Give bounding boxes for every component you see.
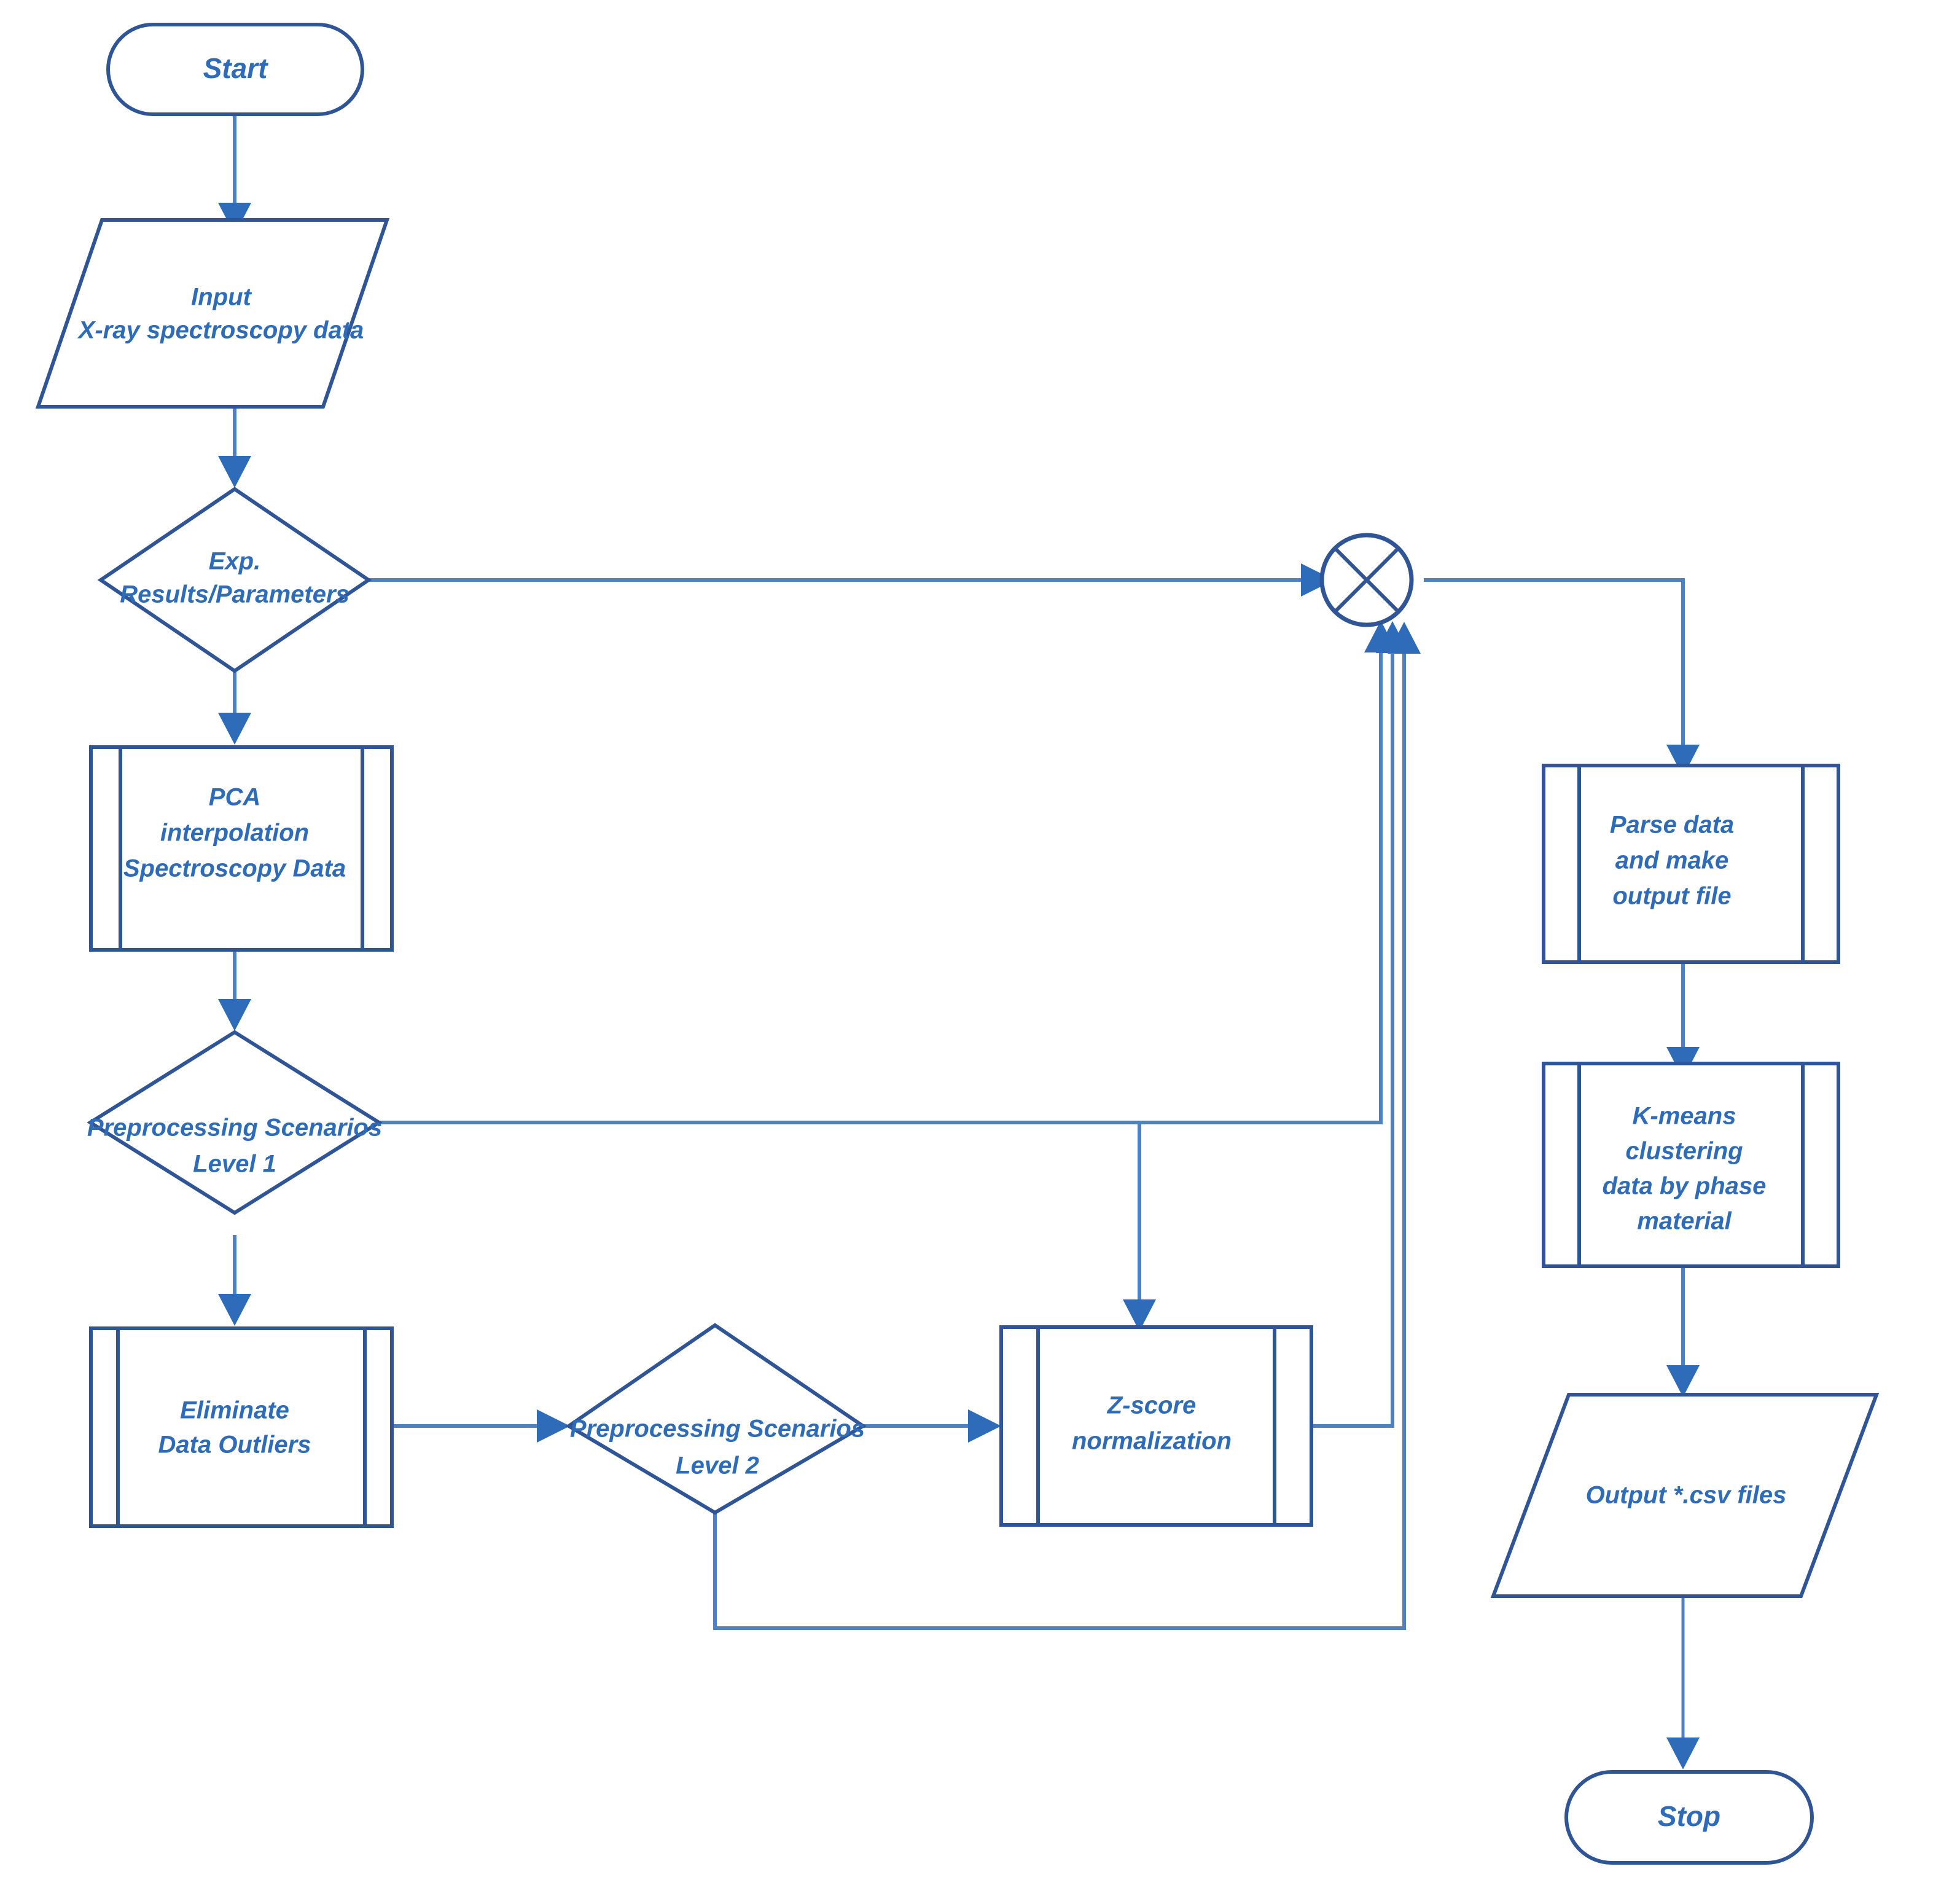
edge-exp-results-to-pca [218,672,251,745]
preproc-level1-line-1: Preprocessing Scenarios [87,1115,382,1142]
kmeans-line-2: clustering [1625,1138,1743,1165]
node-zscore[interactable]: Z-score normalization [999,1325,1313,1527]
node-preproc-level1[interactable]: Preprocessing Scenarios Level 1 [87,1030,383,1215]
edge-parse-data-to-kmeans [1666,962,1700,1079]
node-pca[interactable]: PCA interpolation Spectroscopy Data [89,745,394,952]
kmeans-line-4: material [1637,1208,1732,1235]
input-data-line-2: X-ray spectroscopy data [77,317,364,344]
pca-shape [89,745,394,952]
node-stop[interactable]: Stop [1564,1770,1814,1865]
edge-preproc-level1-to-junction [379,621,1397,1124]
edge-eliminate-to-preproc-level2 [391,1409,570,1443]
edge-output-csv-to-stop [1666,1597,1700,1769]
node-junction[interactable] [1319,533,1414,627]
input-data-shape [35,218,390,409]
node-kmeans[interactable]: K-means clustering data by phase materia… [1542,1062,1840,1268]
exp-results-line-2: Results/Parameters [120,581,350,608]
edge-preproc-level1-to-zscore [1123,1122,1156,1331]
zscore-line-1: Z-score [1107,1392,1197,1419]
exp-results-shape [97,487,372,673]
pca-line-2: interpolation [160,820,309,847]
node-eliminate-outliers[interactable]: Eliminate Data Outliers [89,1326,394,1528]
stop-label: Stop [1658,1800,1720,1832]
pca-line-3: Spectroscopy Data [123,855,346,882]
eliminate-outliers-shape [89,1326,394,1528]
eliminate-outliers-line-1: Eliminate [180,1397,289,1424]
node-start[interactable]: Start [106,23,364,116]
node-exp-results[interactable]: Exp. Results/Parameters [97,487,372,673]
preproc-level2-line-1: Preprocessing Scenarios [570,1416,865,1443]
output-csv-label: Output *.csv files [1586,1482,1787,1509]
edge-preproc-level2-to-zscore [863,1409,1001,1443]
junction-cross-icon-stroke-2 [1334,547,1400,613]
kmeans-line-3: data by phase [1603,1173,1767,1200]
edge-start-to-input [218,114,251,235]
preproc-level1-line-2: Level 1 [193,1151,276,1178]
edge-preproc-level1-to-eliminate [218,1235,251,1326]
edge-zscore-to-junction [1311,621,1409,1428]
preproc-level2-shape [565,1323,867,1515]
connector-layer [218,114,1700,1769]
input-data-line-1: Input [191,284,252,311]
kmeans-line-1: K-means [1633,1103,1736,1130]
parse-data-shape [1542,764,1840,964]
zscore-line-2: normalization [1072,1428,1232,1455]
parse-data-line-1: Parse data [1610,812,1734,839]
parse-data-line-3: output file [1612,883,1731,910]
preproc-level1-shape [87,1030,383,1215]
pca-line-1: PCA [209,784,260,811]
node-output-csv[interactable]: Output *.csv files [1490,1393,1880,1598]
start-shape [106,23,364,116]
eliminate-outliers-line-2: Data Outliers [158,1432,311,1459]
edge-input-to-exp-results [218,405,251,488]
parse-data-line-2: and make [1615,847,1729,874]
edge-exp-results-to-junction [369,563,1334,597]
start-label: Start [203,52,268,84]
stop-shape [1564,1770,1814,1865]
node-input-data[interactable]: Input X-ray spectroscopy data [35,218,390,409]
edge-pca-to-preproc-level1 [218,949,251,1031]
node-parse-data[interactable]: Parse data and make output file [1542,764,1840,964]
output-csv-shape [1490,1393,1880,1598]
preproc-level2-line-2: Level 2 [676,1452,759,1479]
node-preproc-level2[interactable]: Preprocessing Scenarios Level 2 [565,1323,867,1515]
edge-kmeans-to-output-csv [1666,1266,1700,1397]
exp-results-line-1: Exp. [209,548,260,575]
kmeans-shape [1542,1062,1840,1268]
zscore-shape [999,1325,1313,1527]
edge-junction-to-parse-data [1424,578,1700,777]
